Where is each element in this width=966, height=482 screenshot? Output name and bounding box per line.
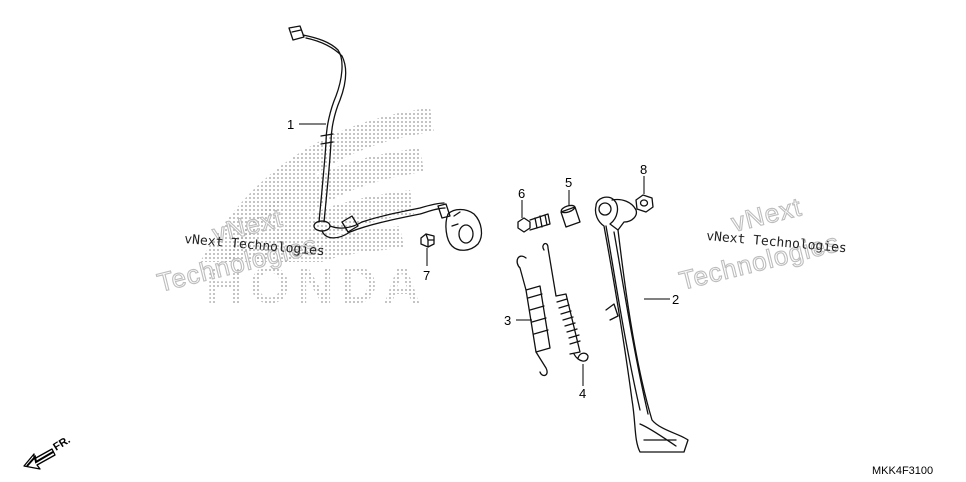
part-7-bolt (420, 233, 435, 248)
part-4-spring (542, 242, 589, 362)
callout-7: 7 (423, 268, 430, 283)
callout-5: 5 (565, 175, 572, 190)
callout-2: 2 (672, 292, 679, 307)
honda-logo-watermark: HONDA (206, 257, 427, 315)
front-direction-arrow-icon (23, 448, 56, 470)
diagram-code: MKK4F3100 (872, 465, 933, 477)
honda-wing-watermark (200, 108, 434, 262)
callout-6: 6 (518, 186, 525, 201)
callout-3: 3 (504, 313, 511, 328)
watermark-vnext-right: vNext (728, 191, 805, 237)
leader-lines (299, 123, 670, 386)
part-5-collar (560, 204, 581, 228)
part-2-side-stand (594, 196, 689, 453)
front-direction-label: FR. (51, 434, 72, 454)
callout-1: 1 (287, 117, 294, 132)
callout-4: 4 (579, 386, 586, 401)
part-8-nut (635, 194, 654, 213)
part-6-pivot-bolt (517, 213, 551, 233)
part-3-spring (516, 255, 551, 377)
callout-8: 8 (640, 162, 647, 177)
part-1-side-stand-switch (288, 25, 483, 251)
